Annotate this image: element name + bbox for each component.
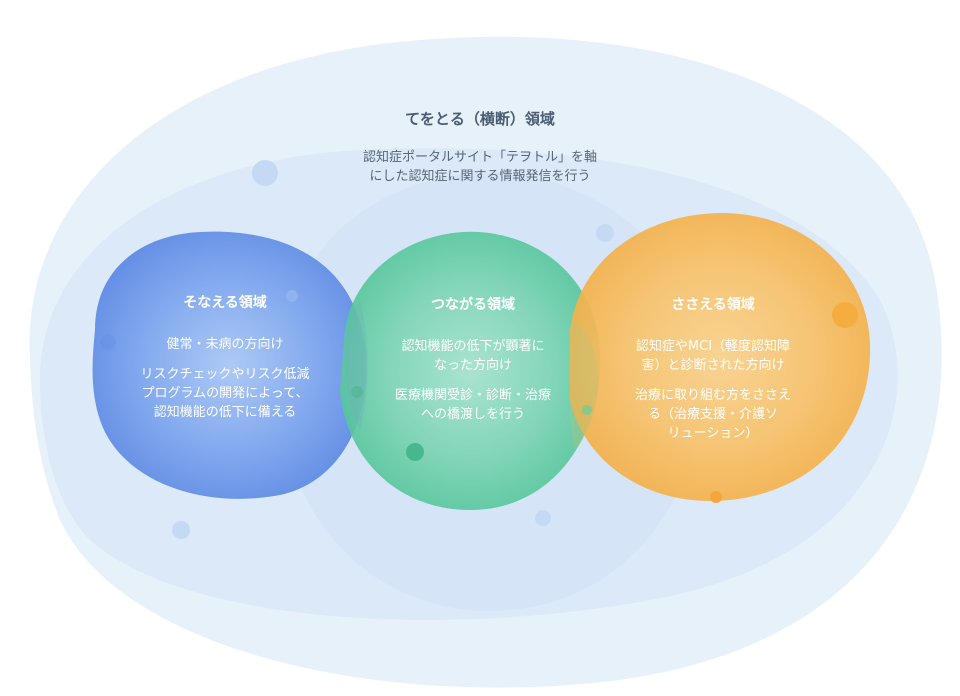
sasaeru-description: 治療に取り組む方をささえ る（治療支援・介護ソ リューション）: [608, 386, 818, 443]
sonaeru-desc-line: 認知機能の低下に備える: [153, 405, 297, 420]
sonaeru-target-line: 健常・未病の方向け: [166, 337, 284, 352]
tsunagaru-desc-line: 医療機関受診・診断・治療: [394, 388, 551, 403]
sasaeru-target: 認知症やMCI（軽度認知障 害）と診断された方向け: [608, 337, 818, 375]
sasaeru-desc-line: 治療に取り組む方をささえ: [634, 388, 791, 403]
decor-dot: [535, 510, 551, 526]
decor-dot: [172, 521, 190, 539]
tsunagaru-target-line: なった方向け: [433, 358, 512, 373]
sonaeru-blob: [92, 231, 367, 499]
tsunagaru-content: つながる領域 認知機能の低下が顕著に なった方向け 医療機関受診・診断・治療 へ…: [378, 296, 568, 435]
sonaeru-desc-line: リスクチェックやリスク低減: [140, 367, 310, 382]
decor-dot: [252, 160, 278, 186]
tsunagaru-target-line: 認知機能の低下が顕著に: [401, 339, 545, 354]
accent-dot: [710, 491, 722, 503]
tsunagaru-target: 認知機能の低下が顕著に なった方向け: [378, 337, 568, 375]
sasaeru-blob: [570, 212, 871, 501]
accent-dot: [286, 290, 298, 302]
outer-desc-line: にした認知症に関する情報発信を行う: [369, 169, 591, 184]
accent-dot: [832, 302, 858, 328]
accent-dot: [351, 386, 363, 398]
sasaeru-target-line: 害）と診断された方向け: [641, 358, 785, 373]
sonaeru-content: そなえる領域 健常・未病の方向け リスクチェックやリスク低減 プログラムの開発に…: [120, 294, 330, 433]
tsunagaru-blob: [340, 231, 601, 510]
sasaeru-title: ささえる領域: [671, 297, 755, 313]
outer-desc-line: 認知症ポータルサイト「テヲトル」を軸: [362, 150, 597, 165]
sonaeru-desc-line: プログラムの開発によって、: [141, 386, 309, 401]
accent-dot: [406, 443, 424, 461]
sonaeru-title: そなえる領域: [183, 295, 267, 311]
sasaeru-target-line: 認知症やMCI（軽度認知障: [635, 339, 791, 354]
outer-title: てをとる（横断）領域: [405, 110, 555, 128]
tsunagaru-desc-line: への橋渡しを行う: [420, 407, 525, 422]
sasaeru-content: ささえる領域 認知症やMCI（軽度認知障 害）と診断された方向け 治療に取り組む…: [608, 296, 818, 454]
tsunagaru-description: 医療機関受診・診断・治療 への橋渡しを行う: [378, 386, 568, 424]
sonaeru-description: リスクチェックやリスク低減 プログラムの開発によって、 認知機能の低下に備える: [120, 365, 330, 422]
tsunagaru-title: つながる領域: [431, 297, 515, 313]
sasaeru-desc-line: リューション）: [667, 426, 759, 441]
decor-dot: [596, 224, 614, 242]
accent-dot: [582, 405, 592, 415]
outer-description: 認知症ポータルサイト「テヲトル」を軸 にした認知症に関する情報発信を行う: [300, 148, 660, 186]
sasaeru-desc-line: る（治療支援・介護ソ: [647, 407, 778, 422]
overlap-green-orange: [568, 320, 599, 450]
overlap-blue-green: [344, 300, 368, 430]
sonaeru-target: 健常・未病の方向け: [120, 335, 330, 354]
